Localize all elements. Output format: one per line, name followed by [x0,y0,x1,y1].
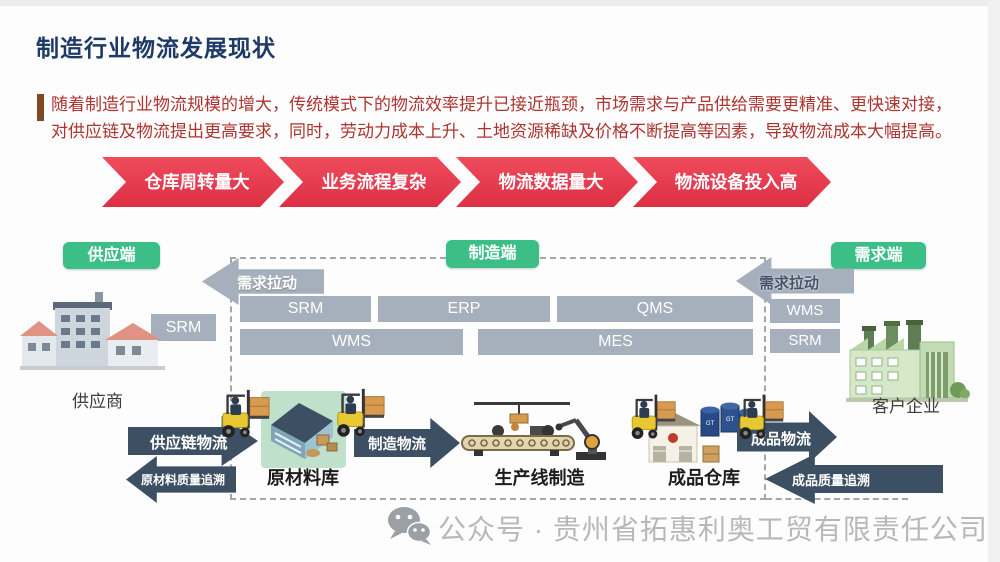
raw-warehouse-icon [271,403,338,459]
sysbox-supplier-srm: SRM [151,314,216,341]
manufacturing-flow-label: 制造物流 [368,437,426,453]
raw-trace-label: 原材料质量追溯 [141,473,226,487]
svg-text:GT: GT [706,421,715,427]
right-edge-shade [988,0,1000,562]
demand-pull-left-label: 需求拉动 [237,275,298,292]
finished-warehouse-label: 成品仓库 [668,468,740,488]
paragraph-accent-bar [37,94,44,121]
banner-process-complex: 业务流程复杂 [279,157,461,207]
page-title: 制造行业物流发展现状 [36,35,276,61]
customer-factory-icon [846,320,970,402]
intro-line-1: 随着制造行业物流规模的增大，传统模式下的物流效率提升已接近瓶颈，市场需求与产品供… [51,95,952,114]
finished-flow-label: 成品物流 [751,431,812,448]
dashed-boundary-extension [766,498,908,500]
forklift-icon [739,394,784,439]
banner-warehouse-turnover: 仓库周转量大 [102,157,284,207]
supplier-label: 供应商 [72,392,123,411]
tag-supply-side: 供应端 [63,242,160,269]
svg-text:GT: GT [726,417,735,423]
banner-data-volume: 物流数据量大 [456,157,638,207]
sysbox-mes: MES [478,329,753,355]
sysbox-erp: ERP [378,296,550,322]
watermark-source: 公众号 · 贵州省拓惠利奥工贸有限责任公司 [438,514,988,545]
forklift-icon [631,394,676,439]
supply-chain-flow-label: 供应链物流 [150,435,228,452]
sysbox-wms: WMS [240,329,463,355]
sysbox-srm: SRM [240,296,371,322]
forklift-icon [222,389,270,438]
tag-demand-side: 需求端 [831,242,926,269]
production-line-label: 生产线制造 [494,468,585,488]
top-edge-shade [0,0,1000,6]
banner-equipment-investment: 物流设备投入高 [633,157,831,207]
sysbox-qms: QMS [557,296,753,322]
sysbox-demand-srm: SRM [770,329,840,353]
customer-label: 客户企业 [872,397,940,416]
finished-trace-label: 成品质量追溯 [792,473,871,488]
forklift-icon [337,388,385,437]
wechat-icon [388,507,432,545]
tag-manufacture-side: 制造端 [446,240,539,268]
production-line-icon [461,402,606,460]
supplier-factory-icon [20,292,165,370]
demand-pull-right-label: 需求拉动 [759,275,820,292]
intro-paragraph: 随着制造行业物流规模的增大，传统模式下的物流效率提升已接近瓶颈，市场需求与产品供… [51,91,966,145]
intro-line-2: 对供应链及物流提出更高要求，同时，劳动力成本上升、土地资源稀缺及价格不断提高等因… [51,122,952,141]
raw-warehouse-label: 原材料库 [267,468,339,488]
sysbox-demand-wms: WMS [770,299,840,323]
